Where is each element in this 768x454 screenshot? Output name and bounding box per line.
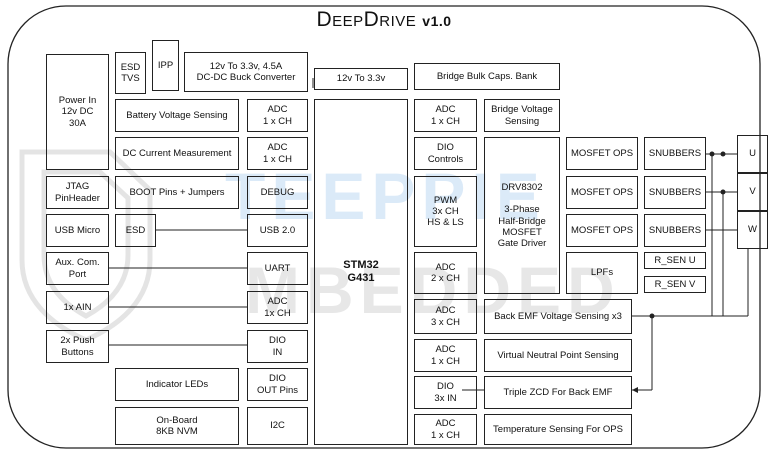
title-version: v1.0 xyxy=(422,13,452,29)
back-emf-block: Back EMF Voltage Sensing x3 xyxy=(484,299,632,334)
watermark-text-top: TEEPPIE xyxy=(225,159,546,233)
diagram-title: DeepDrive v1.0 xyxy=(0,8,768,32)
junction-u xyxy=(709,151,715,157)
mcu-block: STM32 G431 xyxy=(314,99,408,445)
dc-current-block: DC Current Measurement xyxy=(115,137,239,170)
temperature-sensing-block: Temperature Sensing For OPS xyxy=(484,414,632,445)
watermark-text-bottom: MBEDDED xyxy=(245,253,621,327)
arrow-zcd xyxy=(632,387,638,393)
to33-block: 12v To 3.3v xyxy=(314,68,408,90)
battery-sense-block: Battery Voltage Sensing xyxy=(115,99,239,132)
snubbers-2-block: SNUBBERS xyxy=(644,176,706,209)
adc-right-4-block: ADC 1 x CH xyxy=(414,339,477,372)
mosfet-ops-2-block: MOSFET OPS xyxy=(566,176,638,209)
lpfs-block: LPFs xyxy=(566,252,638,294)
mosfet-ops-1-block: MOSFET OPS xyxy=(566,137,638,170)
dio-controls-block: DIO Controls xyxy=(414,137,477,170)
junction-u2 xyxy=(720,151,726,157)
jtag-block: JTAG PinHeader xyxy=(46,176,109,209)
rsen-v-block: R_SEN V xyxy=(644,276,706,293)
adc-right-2-block: ADC 2 x CH xyxy=(414,252,477,294)
adc-ain-block: ADC 1x CH xyxy=(247,291,308,324)
bulk-caps-block: Bridge Bulk Caps. Bank xyxy=(414,63,560,90)
board-outline xyxy=(7,5,761,449)
adc-right-6-block: ADC 1 x CH xyxy=(414,414,477,445)
snubbers-1-block: SNUBBERS xyxy=(644,137,706,170)
power-in-block: Power In 12v DC 30A xyxy=(46,54,109,170)
esd-block: ESD xyxy=(115,214,156,247)
junction-v xyxy=(720,189,726,195)
phase-u-block: U xyxy=(737,135,768,173)
usb-micro-block: USB Micro xyxy=(46,214,109,247)
virtual-neutral-block: Virtual Neutral Point Sensing xyxy=(484,339,632,372)
dio-in-block: DIO IN xyxy=(247,330,308,363)
rsen-u-block: R_SEN U xyxy=(644,252,706,269)
boot-pins-block: BOOT Pins + Jumpers xyxy=(115,176,239,209)
phase-w-block: W xyxy=(737,211,768,249)
drv8302-block: DRV8302 3-Phase Half-Bridge MOSFET Gate … xyxy=(484,137,560,294)
ipp-block: IPP xyxy=(152,40,179,91)
adc-current-block: ADC 1 x CH xyxy=(247,137,308,170)
watermark-shield xyxy=(19,149,153,343)
esd-tvs-block: ESD TVS xyxy=(115,52,146,94)
adc-right-3-block: ADC 3 x CH xyxy=(414,299,477,334)
buck-converter-block: 12v To 3.3v, 4.5A DC-DC Buck Converter xyxy=(184,52,308,92)
adc-right-1-block: ADC 1 x CH xyxy=(414,99,477,132)
junction-bemf xyxy=(649,313,655,319)
phase-v-block: V xyxy=(737,173,768,211)
debug-block: DEBUG xyxy=(247,176,308,209)
dio-right-5-block: DIO 3x IN xyxy=(414,376,477,409)
triple-zcd-block: Triple ZCD For Back EMF xyxy=(484,376,632,409)
title-main: DeepDrive xyxy=(316,8,417,31)
usb20-block: USB 2.0 xyxy=(247,214,308,247)
uart-block: UART xyxy=(247,252,308,285)
aux-port-block: Aux. Com. Port xyxy=(46,252,109,285)
dio-out-block: DIO OUT Pins xyxy=(247,368,308,401)
pwm-block: PWM 3x CH HS & LS xyxy=(414,176,477,247)
nvm-block: On-Board 8KB NVM xyxy=(115,407,239,445)
snubbers-3-block: SNUBBERS xyxy=(644,214,706,247)
mosfet-ops-3-block: MOSFET OPS xyxy=(566,214,638,247)
adc-battery-block: ADC 1 x CH xyxy=(247,99,308,132)
indicator-leds-block: Indicator LEDs xyxy=(115,368,239,401)
bridge-voltage-block: Bridge Voltage Sensing xyxy=(484,99,560,132)
push-buttons-block: 2x Push Buttons xyxy=(46,330,109,363)
ain-block: 1x AIN xyxy=(46,291,109,324)
i2c-block: I2C xyxy=(247,407,308,445)
